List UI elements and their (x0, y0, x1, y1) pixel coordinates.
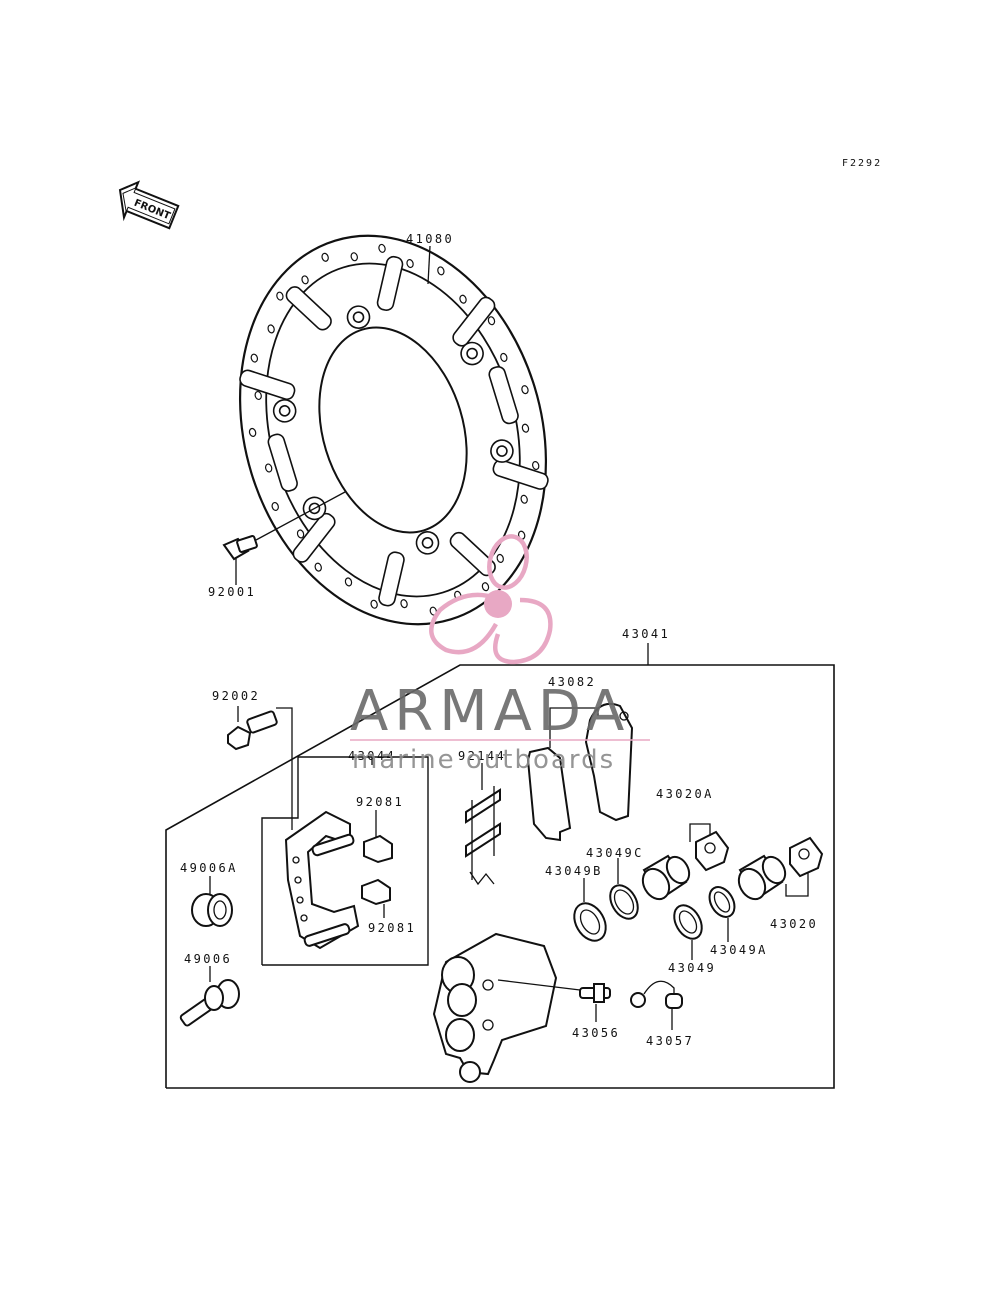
label-clip-upper: 92081 (356, 795, 404, 809)
disc-hole (350, 252, 358, 262)
disc-hole (500, 352, 508, 362)
label-boot-a: 49006A (180, 861, 238, 875)
label-disc-bolt: 92001 (208, 585, 256, 599)
disc-hole (459, 294, 467, 304)
disc-hole (437, 266, 445, 276)
disc-hole (314, 562, 322, 572)
piston-seal-c (609, 858, 639, 920)
disc-hole (481, 582, 490, 592)
label-seal-a: 43049A (710, 943, 768, 957)
disc-hole (271, 501, 279, 512)
disc-bolt (222, 491, 346, 585)
armada-logo-icon (429, 534, 553, 665)
piston-a (641, 854, 691, 901)
disc-hole (296, 529, 305, 539)
disc-hole (521, 423, 530, 433)
bleeder-cap (630, 980, 683, 1030)
disc-hole (520, 494, 528, 504)
caliper-body (432, 932, 581, 1083)
disc-hole (344, 577, 353, 587)
pad-spring (465, 763, 501, 886)
brake-pads (526, 702, 634, 842)
label-clip-lower: 92081 (368, 921, 416, 935)
bleeder-valve (579, 983, 611, 1022)
disc-hole (378, 243, 386, 253)
disc-hole (400, 599, 408, 609)
boot-a (191, 876, 233, 927)
label-seal-b: 43049B (545, 864, 603, 878)
bleed-bolt (227, 706, 293, 830)
label-pad-set: 43082 (548, 675, 596, 689)
disc-hole (521, 385, 529, 395)
label-cap: 43057 (646, 1034, 694, 1048)
label-bleed-bolt: 92002 (212, 689, 260, 703)
watermark-brand: ARMADA (350, 679, 630, 744)
label-bracket: 43044 (348, 749, 396, 763)
caliper-assembly-frame (165, 643, 835, 1089)
label-caliper-assembly: 43041 (622, 627, 670, 641)
disc-hole (254, 390, 262, 401)
disc-hole (301, 275, 309, 285)
disc-hole (264, 463, 273, 473)
boot-pin (179, 966, 240, 1027)
label-seal-c: 43049C (586, 846, 644, 860)
watermark-tagline: marine outboards (352, 745, 615, 775)
caliper-bracket (284, 810, 360, 950)
label-pad-spring: 92144 (458, 749, 506, 763)
piston (737, 854, 787, 901)
label-piston-a: 43020A (656, 787, 714, 801)
label-seal: 43049 (668, 961, 716, 975)
pad-clip-lower (361, 878, 391, 918)
piston-insert (789, 836, 824, 878)
disc-hole (496, 553, 504, 563)
piston-seal-a (708, 886, 736, 942)
disc-hole (250, 353, 259, 363)
bracket-frame (261, 756, 429, 966)
disc-hole (321, 252, 329, 262)
disc-hole (248, 427, 257, 437)
disc-hole (406, 259, 414, 269)
label-disc: 41080 (406, 232, 454, 246)
brake-disc (238, 234, 549, 626)
front-arrow-icon: FRONT (118, 180, 180, 230)
disc-hole (276, 291, 284, 301)
disc-hole (487, 316, 496, 326)
label-piston: 43020 (770, 917, 818, 931)
label-boot: 49006 (184, 952, 232, 966)
label-bleeder: 43056 (572, 1026, 620, 1040)
piston-a-insert (695, 830, 730, 872)
disc-hole (370, 599, 378, 609)
disc-holes (248, 243, 540, 616)
diagram-code: F2292 (842, 158, 882, 169)
disc-hole (532, 460, 540, 471)
piston-seal-b (573, 878, 607, 942)
piston-seal (673, 904, 703, 960)
disc-hole (267, 324, 275, 334)
pad-clip-upper (363, 810, 393, 864)
